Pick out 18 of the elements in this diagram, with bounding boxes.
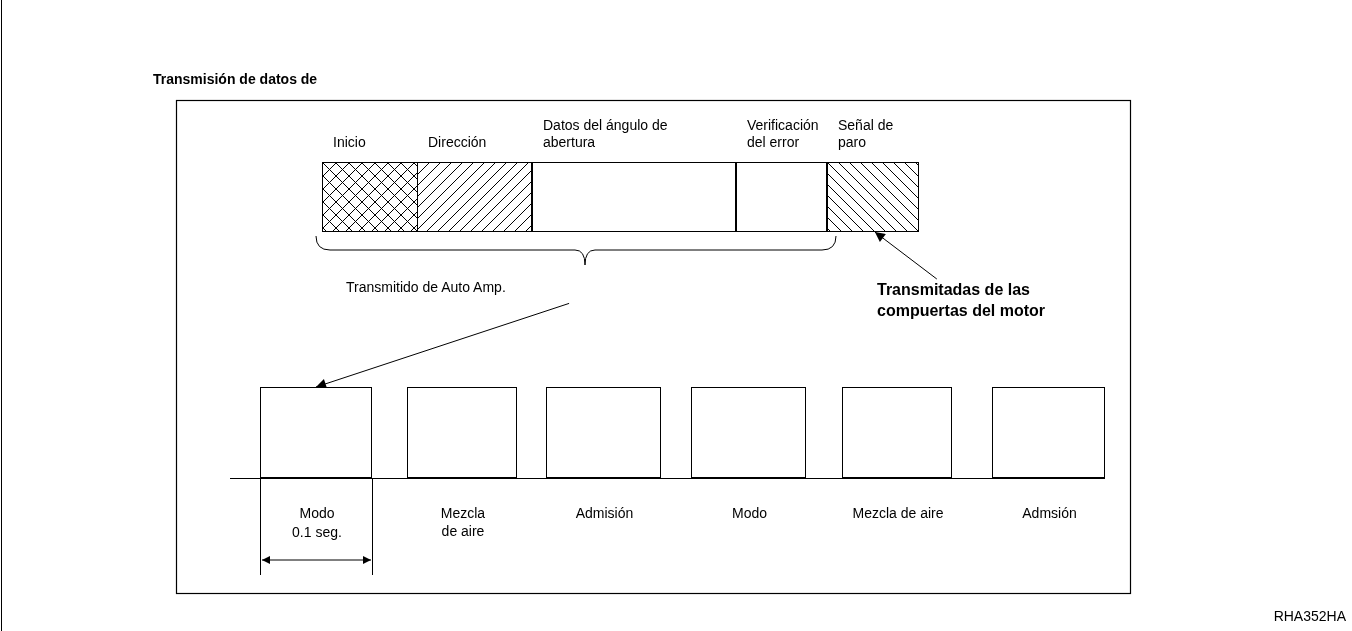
pulse-label: Mezcla de aire — [851, 504, 945, 522]
field-label: Verificación del error — [747, 117, 820, 151]
pulse-label: Admisión — [574, 504, 635, 522]
field-label: Dirección — [428, 134, 488, 151]
arrow — [315, 302, 570, 389]
duration-label: 0.1 seg. — [291, 523, 343, 541]
pulse-label: Mezcla de aire — [439, 504, 487, 540]
pulse-label: Modo — [731, 504, 768, 522]
field-label: Datos del ángulo de abertura — [543, 117, 669, 151]
diagram-title: Transmisión de datos de — [153, 70, 318, 89]
pulse-label: Admsión — [1021, 504, 1078, 522]
field-label: Inicio — [333, 134, 367, 151]
figure-code: RHA352HA — [1273, 607, 1346, 626]
bracket-label: Transmitido de Auto Amp. — [346, 277, 576, 297]
callout-text: Transmitadas de las compuertas del motor — [877, 279, 1107, 321]
pulse-label: Modo — [298, 504, 336, 522]
arrow — [874, 231, 938, 280]
field-label: Señal de paro — [838, 117, 895, 151]
